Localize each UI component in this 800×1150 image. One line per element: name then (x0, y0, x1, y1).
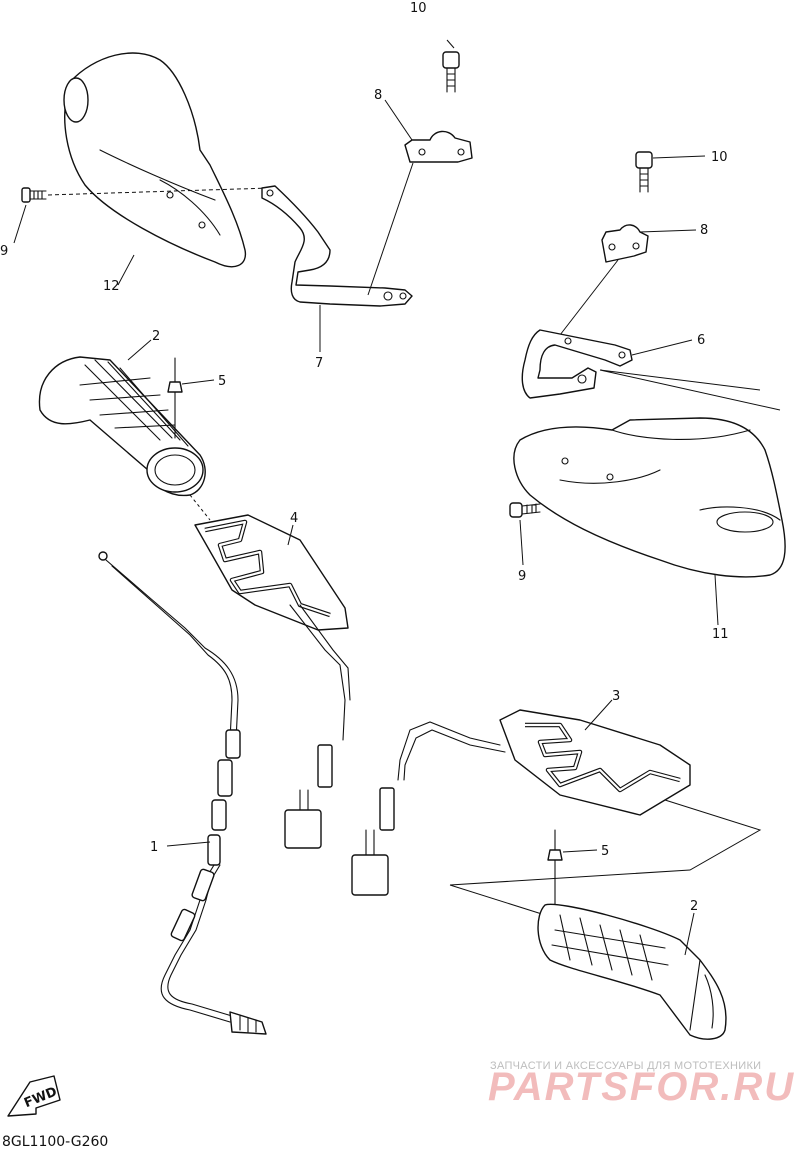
watermark-tagline: ЗАПЧАСТИ И АКСЕССУАРЫ ДЛЯ МОТОТЕХНИКИ (490, 1060, 761, 1072)
bolt-top (442, 51, 460, 93)
screw-left (21, 187, 271, 203)
drawing-code: 8GL1100-G260 (2, 1134, 108, 1150)
throttle-cable (98, 551, 267, 1035)
callout-11: 11 (712, 627, 729, 642)
grip-heater-right (351, 709, 762, 916)
watermark: ЗАПЧАСТИ И АКСЕССУАРЫ ДЛЯ МОТОТЕХНИКИ PA… (488, 1060, 795, 1109)
callout-10-top: 10 (410, 1, 427, 16)
rivet-bottom (547, 829, 563, 906)
callout-7: 7 (315, 356, 323, 371)
callout-5-top: 5 (218, 374, 226, 389)
callout-8-right: 8 (700, 223, 708, 238)
callout-6: 6 (697, 333, 705, 348)
screw-right (509, 502, 541, 518)
callouts: 10 8 10 8 9 12 7 6 2 5 4 9 11 3 1 5 2 (0, 1, 729, 914)
callout-3: 3 (612, 689, 620, 704)
callout-12: 12 (103, 279, 120, 294)
leader-lines (13, 39, 719, 956)
callout-4: 4 (290, 511, 298, 526)
callout-5-bottom: 5 (601, 844, 609, 859)
hand-guard-right (513, 417, 786, 578)
bracket-left (261, 185, 413, 307)
bolt-right (635, 151, 653, 193)
callout-8-top: 8 (374, 88, 382, 103)
callout-2-bottom: 2 (690, 899, 698, 914)
watermark-brand: PARTSFOR.RU (488, 1065, 795, 1109)
grip-heater-left (189, 494, 351, 849)
clamp-top (367, 130, 473, 296)
callout-2-top: 2 (152, 329, 160, 344)
callout-9-left: 9 (0, 244, 8, 259)
grip-left (38, 356, 206, 497)
bracket-right (521, 329, 781, 411)
rivet-top (167, 357, 183, 439)
callout-10-right: 10 (711, 150, 728, 165)
clamp-right (559, 224, 649, 336)
callout-9-right: 9 (518, 569, 526, 584)
grip-right (537, 903, 727, 1040)
callout-1: 1 (150, 840, 158, 855)
hand-guard-left (63, 52, 247, 268)
forward-arrow-icon: FWD (7, 1075, 61, 1117)
